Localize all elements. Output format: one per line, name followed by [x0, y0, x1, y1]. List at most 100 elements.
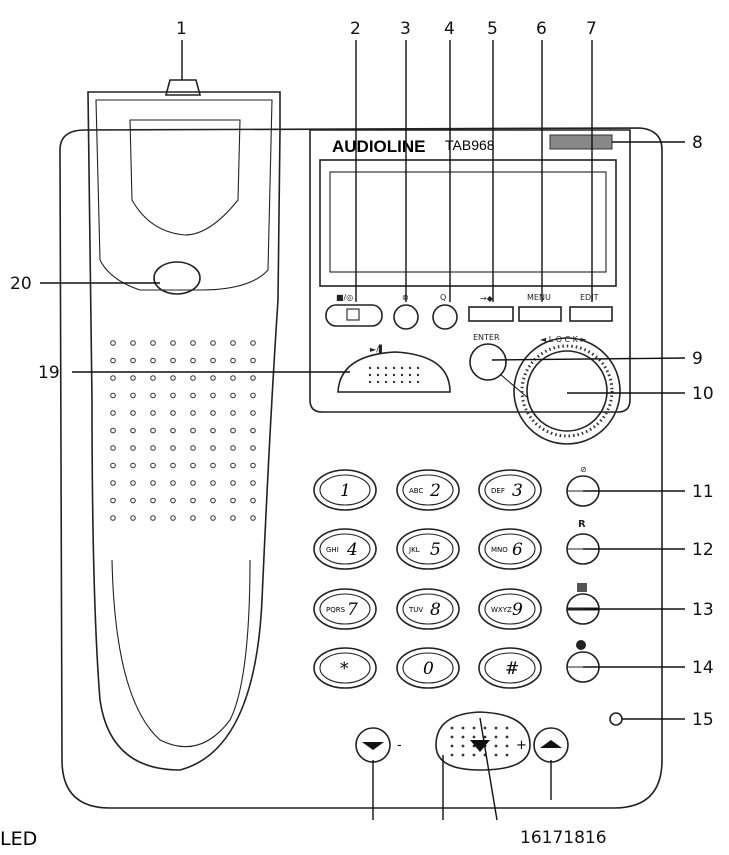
grille-dot — [190, 497, 196, 504]
key-letters: PQRS — [326, 606, 346, 614]
grille-dot — [210, 392, 216, 399]
speaker-dot — [505, 726, 509, 730]
key-outer — [313, 588, 377, 630]
phonebook-button[interactable] — [468, 306, 514, 322]
delete-button[interactable] — [393, 304, 419, 330]
handset-mouthpiece-curve — [111, 559, 251, 748]
stop-icon — [346, 308, 360, 321]
grille-dot — [190, 340, 196, 346]
speaker-dot — [461, 726, 465, 730]
stop-record-button[interactable] — [325, 304, 383, 327]
grille-dot — [170, 497, 176, 504]
grille-dot — [110, 497, 116, 504]
key-outer — [478, 647, 542, 689]
grille-dot — [190, 462, 196, 469]
grille-dot — [190, 515, 196, 521]
grille-dot — [150, 515, 156, 521]
volume-down-icon — [362, 742, 384, 750]
grille-dot — [190, 410, 196, 416]
speed-button[interactable] — [432, 304, 458, 330]
play-dot — [384, 380, 388, 384]
key-letters: GHI — [326, 546, 339, 554]
grille-dot — [150, 357, 156, 364]
menu-button[interactable] — [518, 306, 562, 322]
volume-minus-label: - — [397, 738, 402, 753]
enter-button[interactable] — [469, 343, 507, 381]
jog-dial-grip — [520, 344, 614, 438]
grille-dot — [130, 480, 136, 486]
speaker-dot — [450, 753, 454, 757]
grille-dot — [190, 392, 196, 399]
callout-14: 14 — [692, 658, 714, 678]
bottom-callout-numbers: 16171816 — [520, 828, 607, 848]
speaker-dot — [483, 726, 487, 730]
key-digit: 8 — [430, 600, 441, 620]
grille-dot — [170, 480, 176, 486]
key-outer — [478, 528, 542, 570]
grille-dot — [230, 357, 236, 364]
grille-dot — [170, 462, 176, 469]
play-dot — [376, 380, 380, 384]
top-panel-outline — [309, 129, 631, 413]
speaker-dot — [450, 726, 454, 730]
key-letters: WXYZ — [491, 606, 512, 614]
lcd-screen — [329, 171, 607, 273]
keypad-key[interactable]: # — [478, 647, 542, 689]
grille-dot — [150, 462, 156, 469]
grille-dot — [110, 340, 116, 346]
leader-9 — [491, 357, 686, 361]
callout-numbers: 1 2 3 4 5 6 7 8 9 10 11 12 13 14 15 20 1… — [10, 19, 714, 730]
callout-5: 5 — [487, 19, 498, 39]
edit-button[interactable] — [569, 306, 613, 322]
key-inner — [402, 593, 454, 625]
play-dot — [392, 380, 396, 384]
model-name: TAB968 — [445, 137, 495, 153]
grille-dot — [110, 515, 116, 521]
keypad-key[interactable]: 1 — [313, 469, 377, 511]
mail-icon — [577, 583, 587, 592]
speaker-dot — [494, 744, 498, 748]
navigation-group: ENTER ◄ L O C K ► — [469, 333, 621, 445]
grille-dot — [130, 340, 136, 346]
play-pause-button[interactable] — [337, 351, 451, 393]
speaker-dot — [461, 735, 465, 739]
key-letters: JKL — [408, 546, 420, 554]
speaker-dot — [472, 735, 476, 739]
speaker-dot — [461, 744, 465, 748]
speaker-dot — [450, 744, 454, 748]
key-digit: 0 — [423, 659, 434, 679]
grille-dot — [230, 375, 236, 381]
grille-dot — [150, 427, 156, 434]
grille-dot — [210, 410, 216, 416]
grille-dot — [170, 392, 176, 399]
grille-dot — [250, 427, 256, 434]
play-dot — [392, 366, 396, 370]
speaker-dot — [505, 753, 509, 757]
play-pause-speaker-dots — [368, 366, 420, 384]
key-outer — [396, 588, 460, 630]
key-outer — [313, 469, 377, 511]
grille-dot — [130, 445, 136, 451]
led-indicator — [609, 712, 623, 726]
keypad-key[interactable]: * — [313, 647, 377, 689]
grille-dot — [170, 375, 176, 381]
speaker-marker — [470, 740, 490, 752]
play-dot — [400, 380, 404, 384]
grille-dot — [210, 480, 216, 486]
grille-dot — [170, 515, 176, 521]
side-buttons: ⊘ R — [566, 465, 623, 726]
jog-dial[interactable] — [526, 350, 608, 432]
keypad-key[interactable]: 0 — [396, 647, 460, 689]
enter-label: ENTER — [473, 333, 500, 342]
brand-logo: AUDIOLINE — [332, 137, 426, 156]
